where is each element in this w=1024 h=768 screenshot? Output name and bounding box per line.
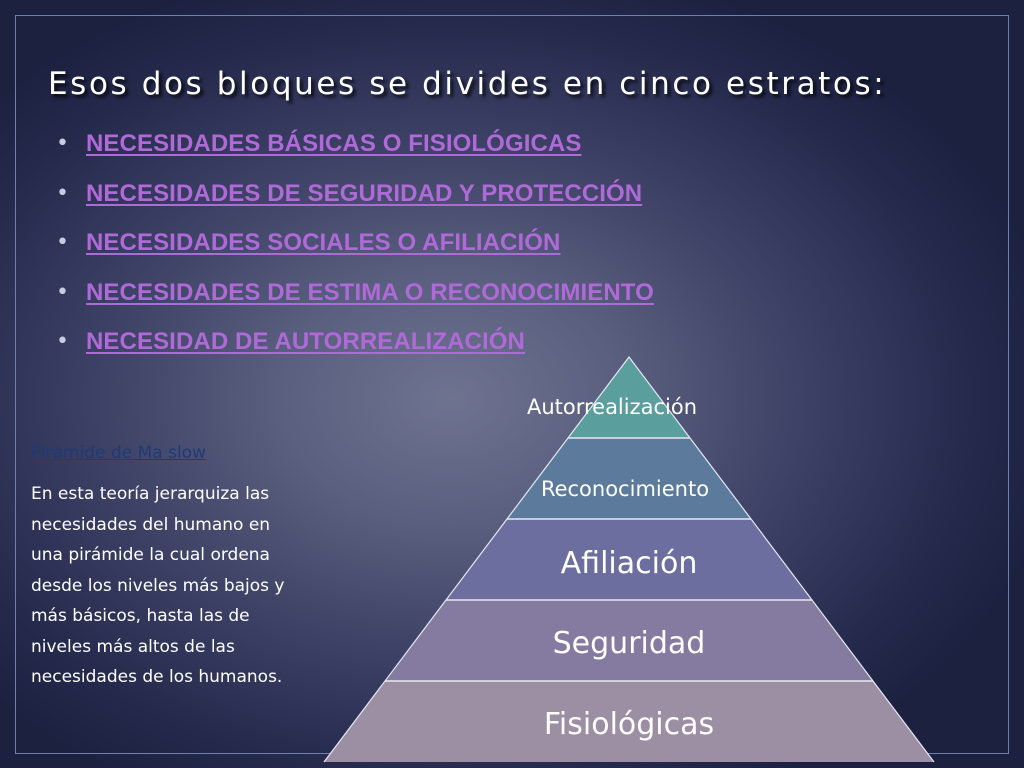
- bullet-dot-icon: •: [56, 329, 69, 354]
- pyramid-outline: [323, 356, 935, 763]
- description-line: una pirámide la cual ordena: [31, 545, 270, 565]
- description-line: niveles más altos de las: [31, 636, 235, 657]
- pyramid-level-security: [385, 600, 873, 681]
- bullet-item-social: • NECESIDADES SOCIALES O AFILIACIÓN: [52, 223, 654, 273]
- bullet-item-security: • NECESIDADES DE SEGURIDAD Y PROTECCIÓN: [52, 174, 654, 224]
- slide-title: Esos dos bloques se divides en cinco est…: [48, 66, 887, 102]
- pyramid-label-physiological: Fisiológicas: [544, 707, 714, 742]
- link-security-needs[interactable]: NECESIDADES DE SEGURIDAD Y PROTECCIÓN: [86, 179, 643, 207]
- needs-bullet-list: • NECESIDADES BÁSICAS O FISIOLÓGICAS • N…: [52, 124, 654, 372]
- link-social-needs[interactable]: NECESIDADES SOCIALES O AFILIACIÓN: [86, 229, 561, 256]
- link-basic-needs[interactable]: NECESIDADES BÁSICAS O FISIOLÓGICAS: [86, 130, 582, 157]
- pyramid-level-social: [446, 519, 812, 600]
- bullet-dot-icon: •: [56, 230, 69, 255]
- pyramid-label-self-actualization: Autorrealización: [527, 395, 697, 419]
- link-esteem-needs[interactable]: NECESIDADES DE ESTIMA O RECONOCIMIENTO: [86, 278, 654, 306]
- description-line: necesidades de los humanos.: [31, 667, 283, 687]
- pyramid-level-esteem: [507, 438, 751, 519]
- bullet-item-basic: • NECESIDADES BÁSICAS O FISIOLÓGICAS: [52, 124, 654, 174]
- bullet-dot-icon: •: [56, 279, 69, 305]
- bullet-dot-icon: •: [56, 131, 69, 156]
- description-line: desde los niveles más bajos y: [31, 575, 285, 596]
- pyramid-label-esteem: Reconocimiento: [541, 477, 709, 501]
- bullet-dot-icon: •: [56, 180, 69, 206]
- description-line: necesidades del humano en: [31, 514, 271, 535]
- pyramid-level-physiological: [324, 681, 934, 762]
- pyramid-label-security: Seguridad: [553, 626, 706, 661]
- bullet-item-self-actualization: • NECESIDAD DE AUTORREALIZACIÓN: [52, 322, 654, 372]
- link-self-actualization[interactable]: NECESIDAD DE AUTORREALIZACIÓN: [86, 328, 525, 355]
- pyramid-level-self-actualization: [568, 357, 690, 438]
- description-line: En esta teoría jerarquiza las: [31, 484, 270, 504]
- pyramid-label-social: Afiliación: [561, 546, 698, 581]
- pyramid-description: En esta teoría jerarquiza las necesidade…: [31, 479, 351, 693]
- description-line: más básicos, hasta las de: [31, 606, 250, 626]
- maslow-pyramid-link[interactable]: Pirámide de Ma slow: [31, 443, 206, 463]
- bullet-item-esteem: • NECESIDADES DE ESTIMA O RECONOCIMIENTO: [52, 273, 654, 323]
